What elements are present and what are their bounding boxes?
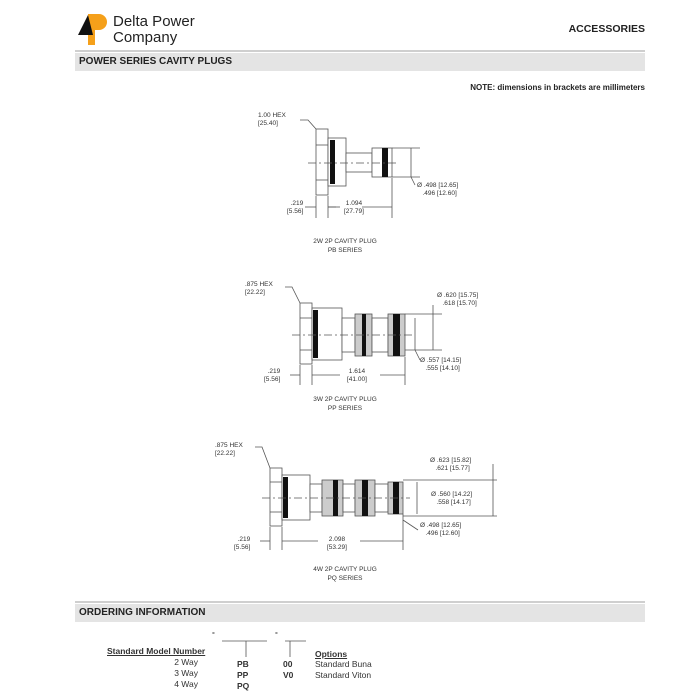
pp-dia2-b: .555	[425, 365, 439, 372]
pb-dia-mm: [12.65]	[438, 182, 459, 189]
section-title: ACCESSORIES	[568, 23, 645, 35]
pq-dia2-mm: [14.22]	[452, 491, 473, 498]
units-note: NOTE: dimensions in brackets are millime…	[470, 83, 645, 92]
pp-dia1: .620	[443, 292, 457, 299]
pq-dia3-mm-b: [12.60]	[439, 530, 460, 537]
pp-dia2: .557	[426, 357, 440, 364]
pp-length-mm: [41.00]	[347, 376, 367, 383]
pq-outer-diameter: Ø .623 [15.82] .621 [15.77]	[430, 457, 472, 472]
pp-flange-dim: .219[5.56]	[264, 368, 280, 384]
pq-dia1: .623	[436, 457, 450, 464]
pb-dia-mm-b: [12.60]	[436, 190, 457, 197]
pq-hex-mm: [22.22]	[215, 450, 235, 457]
pp-caption-series: PP SERIES	[327, 405, 363, 412]
ordering-dash-1: -	[212, 627, 215, 637]
options-heading: Options	[315, 649, 348, 659]
pb-caption-title: 2W 2P CAVITY PLUG	[313, 238, 377, 245]
model-number-heading: Standard Model Number	[107, 646, 206, 656]
pq-dia2-b: .558	[436, 499, 450, 506]
series-codes: PB PP PQ	[237, 659, 249, 692]
plug-pq-drawing	[255, 446, 497, 550]
pq-inner-diameter: Ø .498 [12.65] .496 [12.60]	[420, 522, 462, 537]
pp-flange: .219	[267, 368, 281, 375]
pb-flange-mm: [5.56]	[287, 208, 304, 215]
divider	[75, 601, 645, 603]
options-list: Standard Buna Standard Viton	[315, 659, 372, 681]
pq-caption-title: 4W 2P CAVITY PLUG	[313, 566, 377, 573]
company-logo	[78, 13, 110, 45]
pq-dia1-b: .621	[435, 465, 449, 472]
pp-dia1-mm-b: [15.70]	[456, 300, 477, 307]
pp-flange-mm: [5.56]	[264, 376, 281, 383]
plug-pp-drawing	[285, 286, 442, 385]
option-code-v0: V0	[283, 670, 294, 680]
pq-flange-mm: [5.56]	[234, 544, 251, 551]
pb-hex-mm: [25.40]	[258, 120, 278, 127]
pb-hex: 1.00 HEX	[258, 112, 286, 119]
pb-dia: .498	[423, 182, 437, 189]
pp-caption-title: 3W 2P CAVITY PLUG	[313, 396, 377, 403]
ordering-band: ORDERING INFORMATION	[75, 604, 645, 622]
way-2: 2 Way	[174, 657, 198, 667]
pb-length-dim: 1.094[27.79]	[344, 200, 364, 216]
pb-length: 1.094	[345, 200, 363, 207]
pb-flange: .219	[290, 200, 304, 207]
option-buna: Standard Buna	[315, 659, 372, 669]
pp-outer-diameter: Ø .620 [15.75] .618 [15.70]	[437, 292, 479, 307]
pp-length: 1.614	[348, 368, 366, 375]
code-pp: PP	[237, 670, 249, 680]
pq-length-mm: [53.29]	[327, 544, 347, 551]
pq-dia3-b: .496	[425, 530, 439, 537]
pp-hex-mm: [22.22]	[245, 289, 265, 296]
company-name-line2: Company	[113, 29, 178, 46]
code-pq: PQ	[237, 681, 250, 691]
pp-dia2-mm-b: [14.10]	[439, 365, 460, 372]
option-codes: 00 V0	[283, 659, 293, 681]
pb-flange-dim: .219[5.56]	[287, 200, 303, 216]
pp-hex: .875 HEX	[245, 281, 273, 288]
pp-dia1-b: .618	[442, 300, 456, 307]
pq-dia2: .560	[437, 491, 451, 498]
pq-hex: .875 HEX	[215, 442, 243, 449]
logo-mark-icon	[78, 14, 107, 45]
pp-dia1-mm: [15.75]	[458, 292, 479, 299]
pb-diameter: Ø .498 [12.65] .496 [12.60]	[417, 182, 459, 197]
ordering-dash-2: -	[275, 627, 278, 637]
option-code-00: 00	[283, 659, 293, 669]
pq-length-dim: 2.098[53.29]	[327, 536, 347, 552]
pb-caption-series: PB SERIES	[327, 247, 363, 254]
plug-pb-drawing	[300, 119, 420, 218]
pb-hex-label: 1.00 HEX[25.40]	[258, 112, 286, 128]
pq-flange: .219	[237, 536, 251, 543]
pq-dia3: .498	[426, 522, 440, 529]
pq-dia1-mm: [15.82]	[451, 457, 472, 464]
divider	[75, 50, 645, 52]
option-viton: Standard Viton	[315, 670, 372, 680]
pp-dia2-mm: [14.15]	[441, 357, 462, 364]
code-pb: PB	[237, 659, 249, 669]
pq-flange-dim: .219[5.56]	[234, 536, 250, 552]
company-name-line1: Delta Power	[113, 13, 195, 30]
ways-list: 2 Way 3 Way 4 Way	[174, 657, 198, 690]
pp-caption: 3W 2P CAVITY PLUG PP SERIES	[285, 395, 405, 413]
pq-caption-series: PQ SERIES	[327, 575, 363, 582]
pq-dia2-mm-b: [14.17]	[450, 499, 471, 506]
pq-caption: 4W 2P CAVITY PLUG PQ SERIES	[285, 565, 405, 583]
pb-caption: 2W 2P CAVITY PLUG PB SERIES	[285, 237, 405, 255]
way-4: 4 Way	[174, 679, 198, 689]
pq-length: 2.098	[328, 536, 346, 543]
pq-dia1-mm-b: [15.77]	[449, 465, 470, 472]
way-3: 3 Way	[174, 668, 198, 678]
pq-mid-diameter: Ø .560 [14.22] .558 [14.17]	[431, 491, 473, 506]
pq-dia3-mm: [12.65]	[441, 522, 462, 529]
pb-length-mm: [27.79]	[344, 208, 364, 215]
pp-length-dim: 1.614[41.00]	[347, 368, 367, 384]
title-band: POWER SERIES CAVITY PLUGS	[75, 53, 645, 71]
pq-hex-label: .875 HEX[22.22]	[215, 442, 243, 458]
pp-hex-label: .875 HEX[22.22]	[245, 281, 273, 297]
pp-inner-diameter: Ø .557 [14.15] .555 [14.10]	[420, 357, 462, 372]
pb-dia-b: .496	[422, 190, 436, 197]
